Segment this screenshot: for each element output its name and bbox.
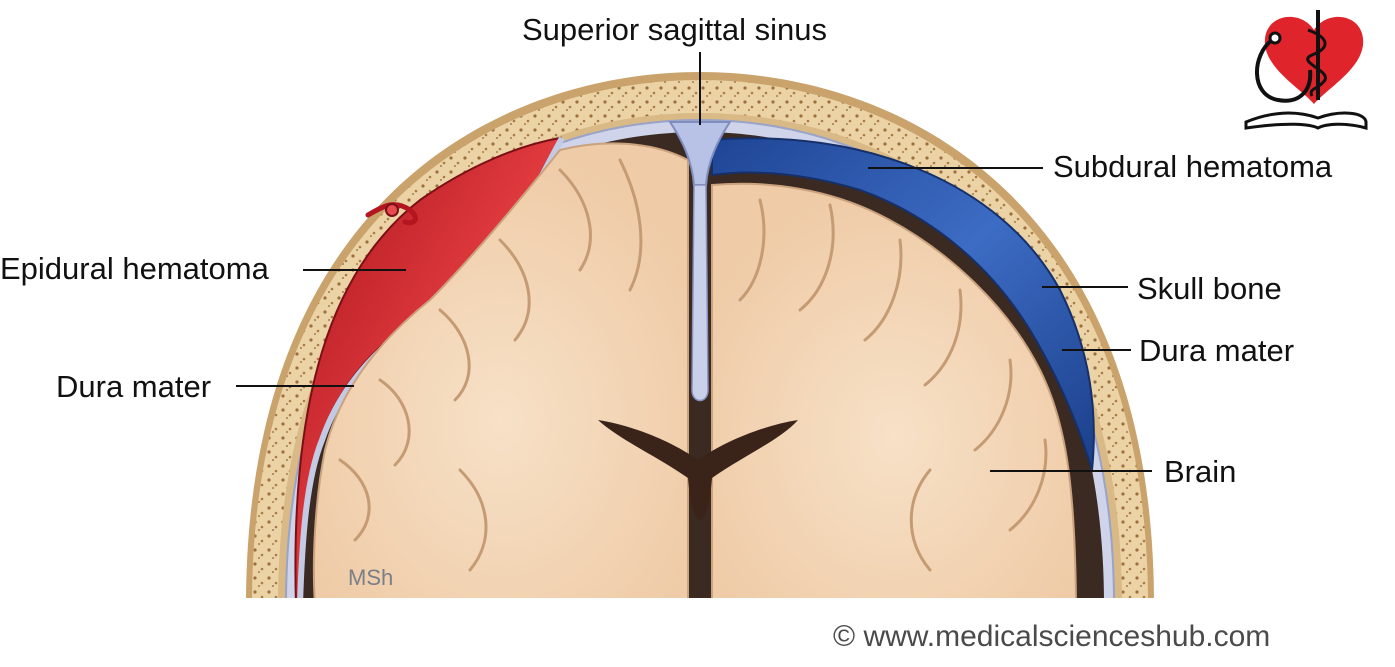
stethoscope-icon	[1255, 38, 1313, 103]
bottom-fade	[230, 598, 1170, 618]
label-dura-mater-right: Dura mater	[1139, 333, 1295, 368]
watermark-msh: MSh	[348, 565, 394, 590]
lateral-ventricles	[598, 420, 798, 520]
subdural-hematoma	[711, 137, 1095, 471]
label-epidural-hematoma: Epidural hematoma	[0, 251, 269, 286]
label-subdural-hematoma: Subdural hematoma	[1053, 149, 1333, 184]
leader-lines	[236, 52, 1152, 472]
label-superior-sagittal-sinus: Superior sagittal sinus	[522, 12, 827, 47]
superior-sagittal-sinus	[668, 121, 732, 186]
copyright-text: © www.medicalscienceshub.com	[833, 620, 1271, 653]
brain-left-hemisphere	[312, 142, 689, 606]
label-brain: Brain	[1164, 454, 1237, 489]
label-skull-bone: Skull bone	[1137, 271, 1282, 306]
brain-right-hemisphere	[711, 182, 1078, 606]
medical-logo	[1244, 10, 1368, 130]
label-dura-mater-left: Dura mater	[56, 369, 212, 404]
brain-sulci	[338, 158, 1048, 572]
falx-cerebri	[691, 184, 709, 402]
heart-icon	[1264, 16, 1364, 104]
meningeal-artery	[365, 202, 418, 226]
open-book-icon	[1244, 111, 1368, 130]
